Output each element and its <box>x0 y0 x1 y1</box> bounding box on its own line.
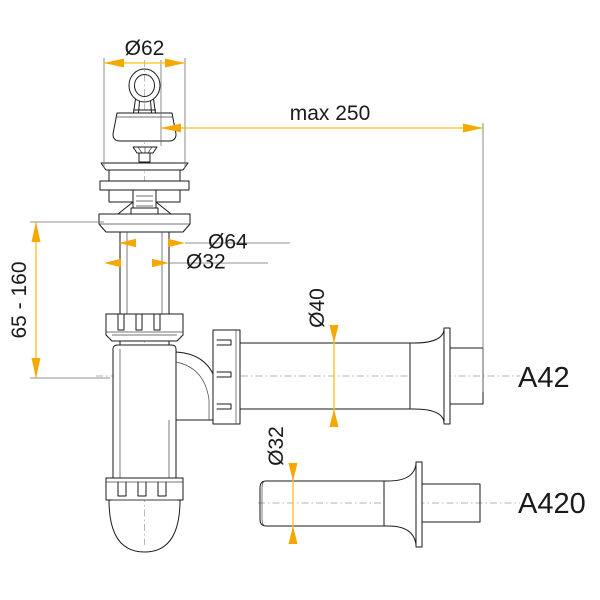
plug-screw <box>132 146 158 163</box>
dimension-height-range: 65 - 160 <box>8 222 41 378</box>
dim-label-max-reach: max 250 <box>290 102 371 125</box>
dim-label-tailpiece-diameter: Ø32 <box>186 251 226 274</box>
dimension-plug-diameter: Ø62 <box>104 37 185 68</box>
dimension-outlet-diameter-a420: Ø32 <box>265 426 298 544</box>
plug-pull-ring-icon <box>128 68 161 114</box>
dim-label-height-range: 65 - 160 <box>8 261 31 338</box>
plug-assembly <box>112 68 177 163</box>
part-label-a420: A420 <box>518 488 586 520</box>
dimension-flange-diameter: Ø64 <box>119 231 248 254</box>
outlet-pipe-a420 <box>259 461 481 548</box>
part-label-a42: A42 <box>518 362 570 394</box>
strainer-flange <box>98 162 191 233</box>
dim-label-outlet-diameter-a42: Ø40 <box>306 288 329 328</box>
outlet-pipe-a42 <box>239 327 484 425</box>
upper-coupling-nut <box>105 313 184 342</box>
siphon-bottle-bowl <box>112 340 219 479</box>
dim-label-flange-diameter: Ø64 <box>208 231 248 254</box>
dim-label-outlet-diameter-a420: Ø32 <box>265 426 288 466</box>
extension-lines <box>30 58 484 392</box>
bottom-cap-nut <box>105 477 184 553</box>
dimension-max-reach: max 250 <box>161 102 483 133</box>
dimension-tailpiece-diameter: Ø32 <box>104 251 226 274</box>
outlet-coupling-nut <box>212 329 241 425</box>
dimension-outlet-diameter-a42: Ø40 <box>306 288 339 427</box>
dim-label-plug-diameter: Ø62 <box>125 37 165 60</box>
rubber-plug <box>112 112 177 142</box>
tailpiece-pipe <box>119 231 170 315</box>
